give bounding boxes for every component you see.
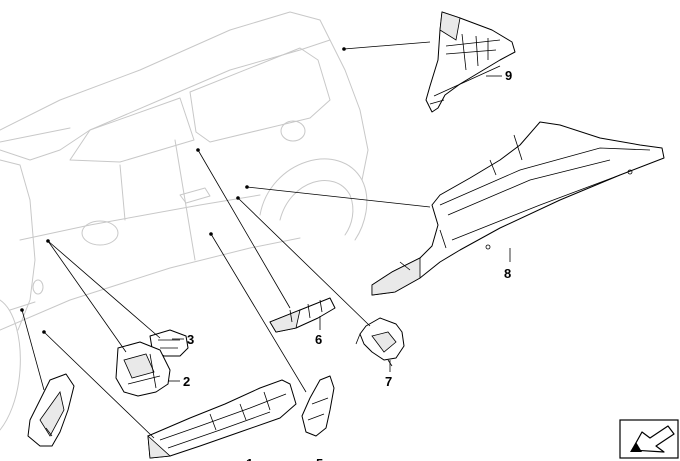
left-trim-part [27, 373, 75, 447]
part-9-bracket [425, 11, 516, 113]
callout-8: 7 [385, 374, 392, 389]
part-5-trim [301, 375, 335, 437]
part-8-clip [355, 317, 405, 367]
fold-arrow-icon [619, 419, 679, 459]
callout-labels: 9 8 6 7 3 2 1 5 [183, 68, 512, 461]
part-6-bracket [269, 297, 336, 333]
leader-lines [20, 41, 511, 439]
callout-2: 2 [183, 374, 190, 389]
vehicle-outline [0, 11, 369, 431]
part-1-lower-sill [147, 379, 297, 459]
callout-7: 8 [504, 266, 511, 281]
callout-9: 9 [505, 68, 512, 83]
callout-6: 6 [315, 332, 322, 347]
callout-3: 3 [187, 332, 194, 347]
callout-1: 1 [246, 456, 253, 461]
callout-5: 5 [316, 456, 323, 461]
part-2-bracket [115, 341, 171, 397]
part-7-sill-trim [371, 121, 665, 296]
